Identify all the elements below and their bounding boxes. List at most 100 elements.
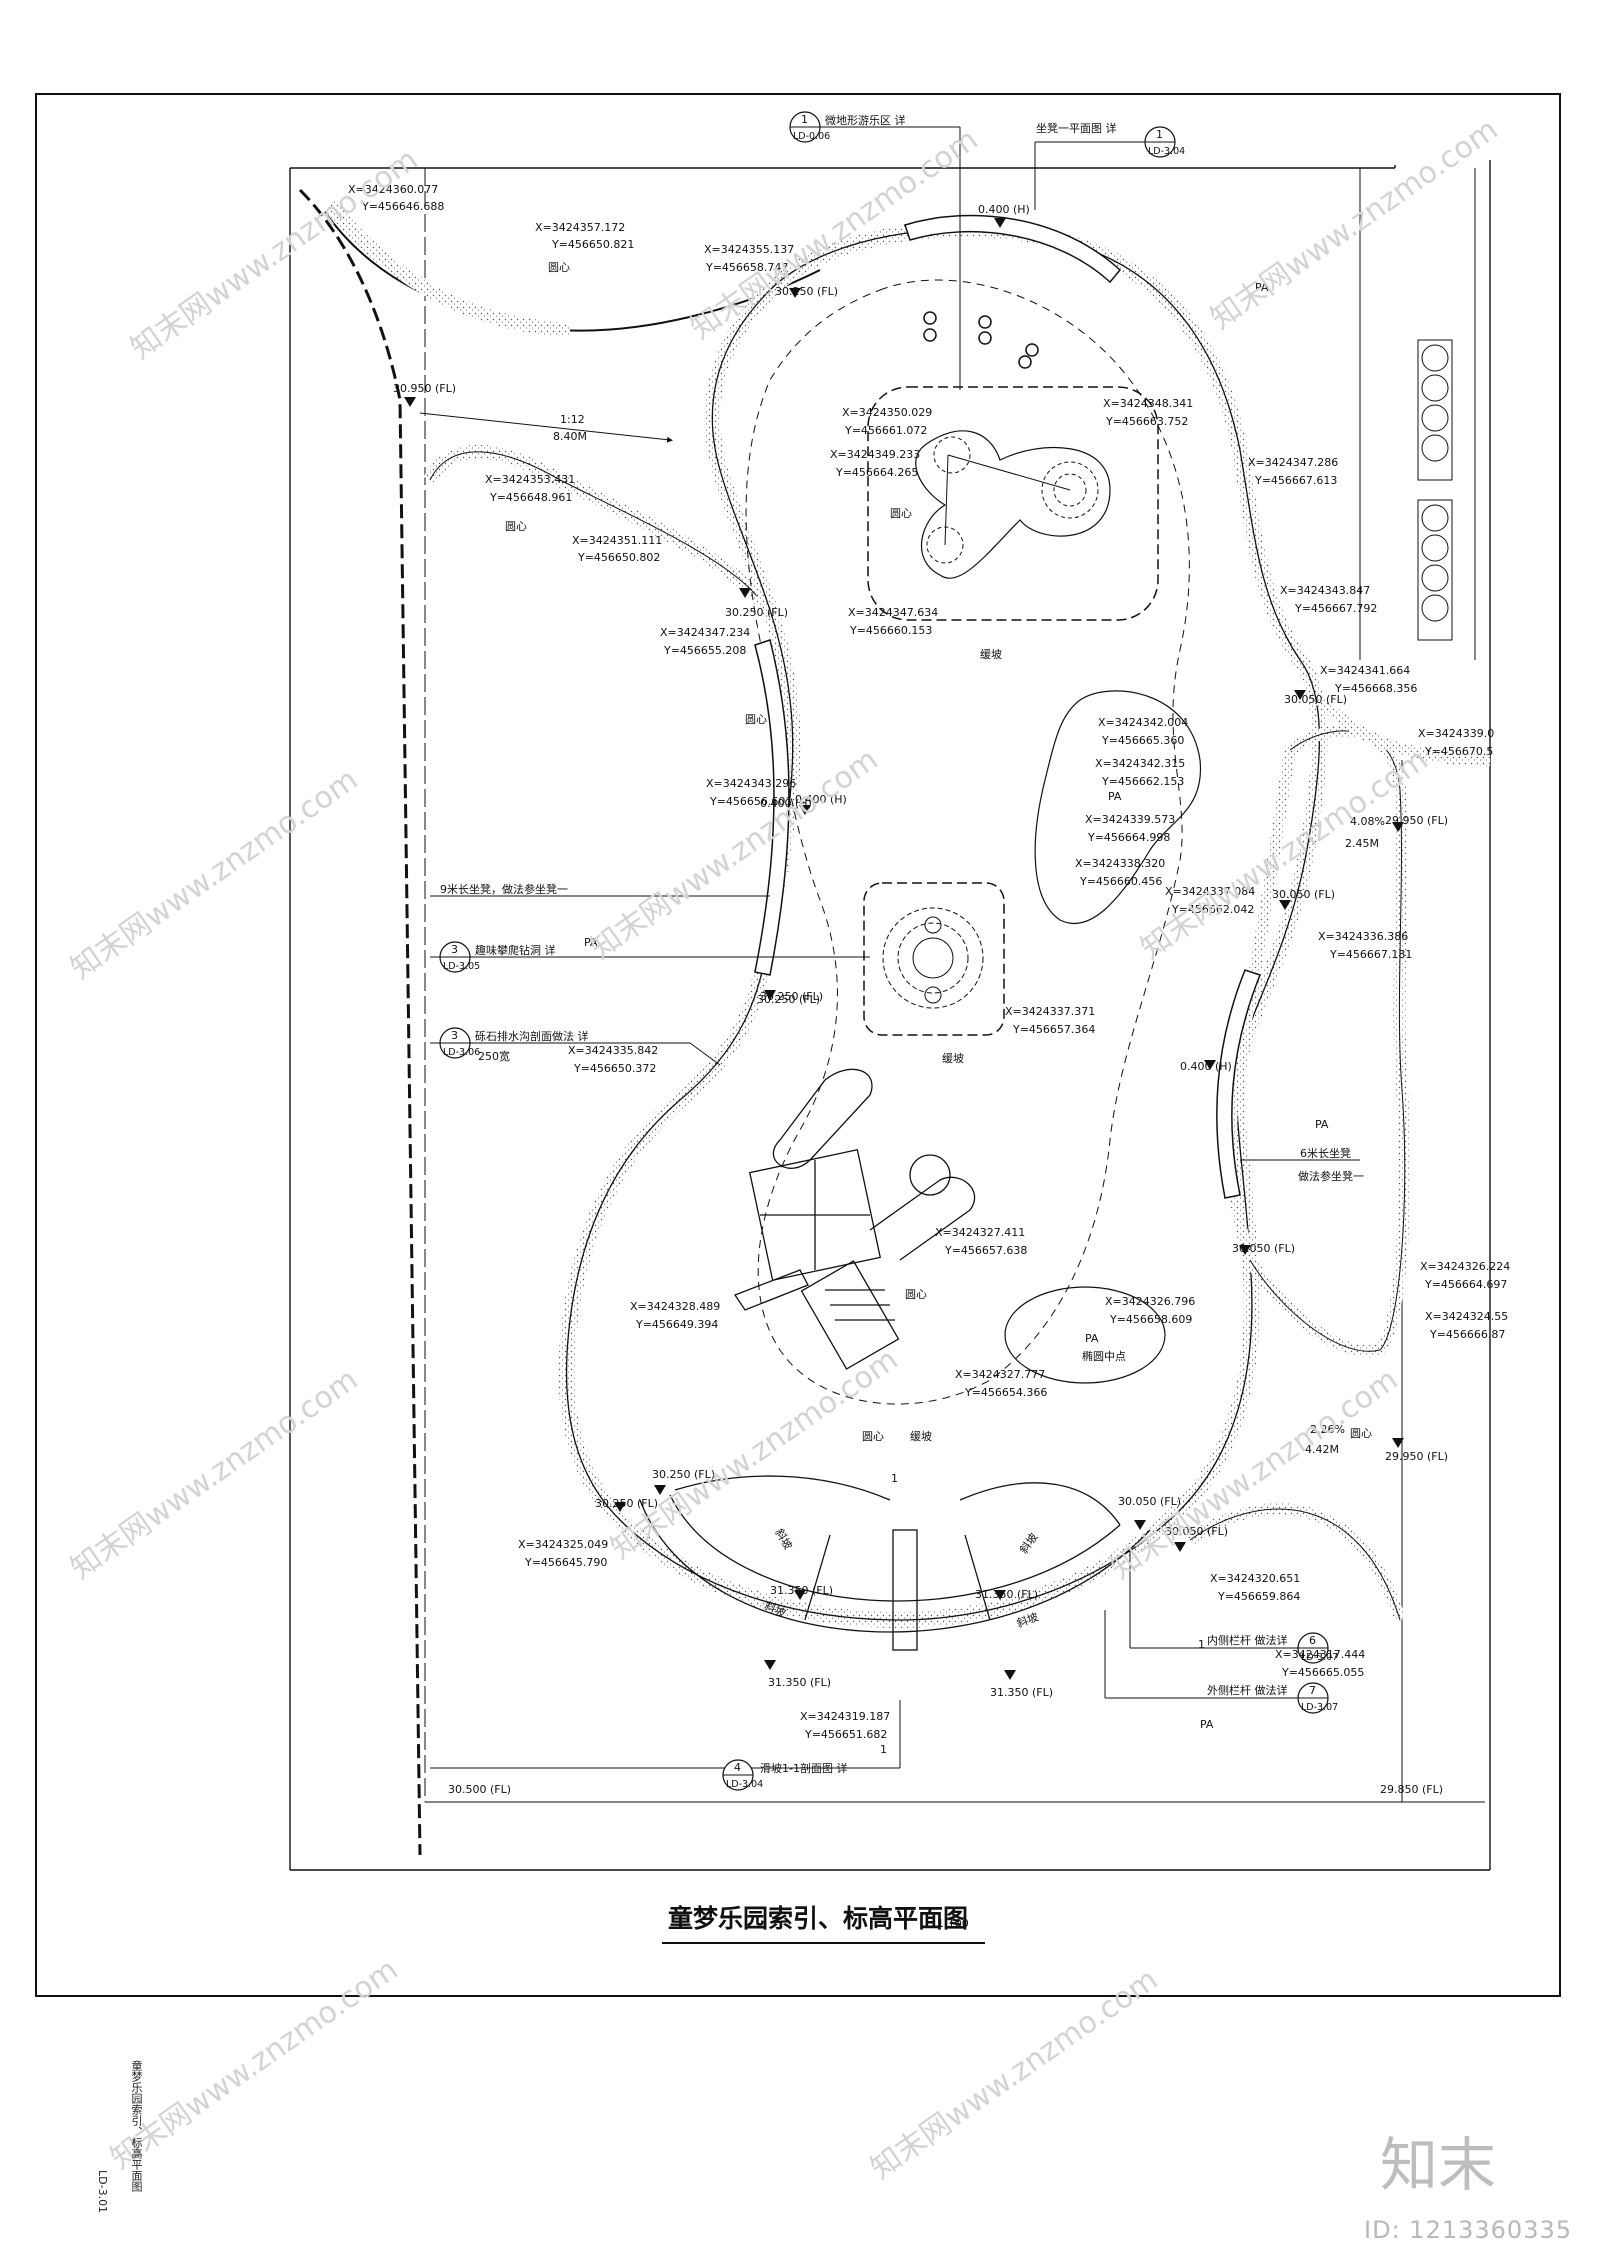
coord-x-18: X=3424339.573 (1085, 813, 1175, 826)
coord-y-10: Y=456660.153 (849, 624, 932, 637)
pa-label-3: PA (584, 936, 598, 949)
climbing-tunnel (863, 882, 1005, 1036)
callout-6-text: 内侧栏杆 做法详 (1207, 1633, 1288, 1647)
elev-upper-left: 30.250 (FL) (775, 285, 838, 298)
pa-label-1: PA (1255, 281, 1269, 294)
coord-x-11: X=3424347.234 (660, 626, 750, 639)
elev-site-bottom-right: 29.850 (FL) (1380, 1783, 1443, 1796)
coord-x-17: X=3424339.0 (1418, 727, 1494, 740)
coord-x-31: X=3424320.651 (1210, 1572, 1300, 1585)
coord-x-02: X=3424357.172 (535, 221, 625, 234)
elev-stage-bottom-right: 31.350 (FL) (990, 1686, 1053, 1699)
ramp-label-1: 斜坡 (772, 1526, 794, 1552)
drain-width: 250宽 (478, 1049, 510, 1063)
coord-y-13: Y=456656.601 (709, 795, 792, 808)
coord-x-15: X=3424342.315 (1095, 757, 1185, 770)
sheet-frame (35, 93, 1561, 1997)
slope-arrow (419, 412, 673, 443)
coord-y-09: Y=456667.613 (1254, 474, 1337, 487)
elev-right-top: 30.050 (FL) (1284, 693, 1347, 706)
right-lobe (1186, 695, 1491, 1622)
entry-path (298, 188, 821, 1856)
callout-4-number: 3 (451, 1029, 458, 1042)
bench6-note-b: 做法参坐凳一 (1298, 1169, 1364, 1183)
center-label-6: 圆心 (862, 1430, 884, 1443)
coord-x-08: X=3424348.341 (1103, 397, 1193, 410)
center-label-5: 圆心 (905, 1288, 927, 1301)
svg-text:知末网www.znzmo.com: 知末网www.znzmo.com (605, 1342, 905, 1567)
coord-y-08: Y=456663.752 (1105, 415, 1188, 428)
elev-left-bench: 0.400 (H) (795, 793, 847, 806)
section-mark-b: 1 (880, 1743, 887, 1756)
coord-y-05: Y=456650.802 (577, 551, 660, 564)
elev-entry: 30.950 (FL) (393, 382, 456, 395)
coord-y-22: Y=456667.181 (1329, 948, 1412, 961)
coord-y-32: Y=456665.055 (1281, 1666, 1364, 1679)
callout-5-number: 4 (734, 1761, 741, 1774)
coord-y-19: Y=456660.456 (1079, 875, 1162, 888)
play-structure (734, 1068, 976, 1370)
callout-1-text: 微地形游乐区 详 (825, 113, 906, 127)
coord-x-23: X=3424335.842 (568, 1044, 658, 1057)
callout-2-text: 坐凳一平面图 详 (1036, 121, 1117, 135)
coord-x-06: X=3424350.029 (842, 406, 932, 419)
callout-2-ref: LD-3.04 (1148, 146, 1185, 157)
callout-7-ref: LD-3.07 (1301, 1702, 1338, 1713)
gentle-slope-3: 缓坡 (910, 1430, 932, 1443)
callout-7-text: 外侧栏杆 做法详 (1207, 1683, 1288, 1697)
pa-label-5: PA (1085, 1332, 1099, 1345)
equipment-units (1359, 168, 1476, 660)
coord-x-29: X=3424324.55 (1425, 1310, 1508, 1323)
pa-label-6: PA (1200, 1718, 1214, 1731)
coord-x-10: X=3424347.634 (848, 606, 938, 619)
ellipse-center-label: 椭圆中点 (1082, 1349, 1126, 1363)
elev-stage-bottom-left: 31.350 (FL) (768, 1676, 831, 1689)
elev-site-bottom-left: 30.500 (FL) (448, 1783, 511, 1796)
coord-y-18: Y=456664.998 (1087, 831, 1170, 844)
grade1-len: 2.45M (1345, 837, 1379, 850)
coord-x-01: X=3424360.077 (348, 183, 438, 196)
coord-y-04: Y=456648.961 (489, 491, 572, 504)
coord-y-01: Y=456646.688 (361, 200, 444, 213)
coord-y-17: Y=456670.5 (1424, 745, 1493, 758)
svg-text:知末网www.znzmo.com: 知末网www.znzmo.com (105, 1952, 405, 2177)
coord-x-28: X=3424326.224 (1420, 1260, 1510, 1273)
ramp-label-2: 斜坡 (1017, 1531, 1040, 1556)
elev-right-bench: 0.400 (H) (1180, 1060, 1232, 1073)
bench9-note: 9米长坐凳，做法参坐凳一 (440, 882, 568, 896)
elev-stage-inner-right: 31.350 (FL) (975, 1588, 1038, 1601)
callout-5-text: 滑坡1-1剖面图 详 (760, 1761, 847, 1775)
coord-y-12: Y=456667.792 (1294, 602, 1377, 615)
elev-top-bench: 0.400 (H) (978, 203, 1030, 216)
coord-y-20: Y=456662.042 (1171, 903, 1254, 916)
coord-x-16: X=3424341.664 (1320, 664, 1410, 677)
elev-stage-left-a: 30.250 (FL) (652, 1468, 715, 1481)
coord-y-23: Y=456650.372 (573, 1062, 656, 1075)
coord-y-16: Y=456668.356 (1334, 682, 1417, 695)
benches (754, 214, 1261, 1199)
elev-stage-right-b: 30.050 (FL) (1165, 1525, 1228, 1538)
slope-ratio: 1:12 (560, 413, 585, 426)
coord-x-26: X=3424327.777 (955, 1368, 1045, 1381)
elev-right-notch: 30.050 (FL) (1272, 888, 1335, 901)
elev-right-low: 30.050 (FL) (1232, 1242, 1295, 1255)
coord-y-06: Y=456661.072 (844, 424, 927, 437)
coord-x-13: X=3424343.296 (706, 777, 796, 790)
callout-3-number: 3 (451, 943, 458, 956)
coord-y-33: Y=456651.682 (804, 1728, 887, 1741)
micro-terrain-area (867, 386, 1159, 621)
planting-area (1004, 690, 1202, 1384)
callout-lines (430, 126, 1360, 1769)
tiled-watermark: 知末网www.znzmo.com 知末网www.znzmo.com 知末网www… (65, 112, 1505, 2187)
elev-stage-left-b: 30.250 (FL) (595, 1497, 658, 1510)
elev-right-edge-low: 29.950 (FL) (1385, 1450, 1448, 1463)
bench6-note-a: 6米长坐凳 (1300, 1146, 1351, 1160)
sheet-number-vertical: LD-3.01 (96, 2170, 109, 2214)
grade1-pct: 4.08% (1350, 815, 1385, 828)
coord-x-30: X=3424325.049 (518, 1538, 608, 1551)
watermark-brand: 知末 (1379, 2131, 1496, 2199)
svg-text:知末网www.znzmo.com: 知末网www.znzmo.com (65, 1362, 365, 1587)
callout-3-ref: LD-3.05 (443, 961, 480, 972)
coord-x-20: X=3424337.084 (1165, 885, 1255, 898)
